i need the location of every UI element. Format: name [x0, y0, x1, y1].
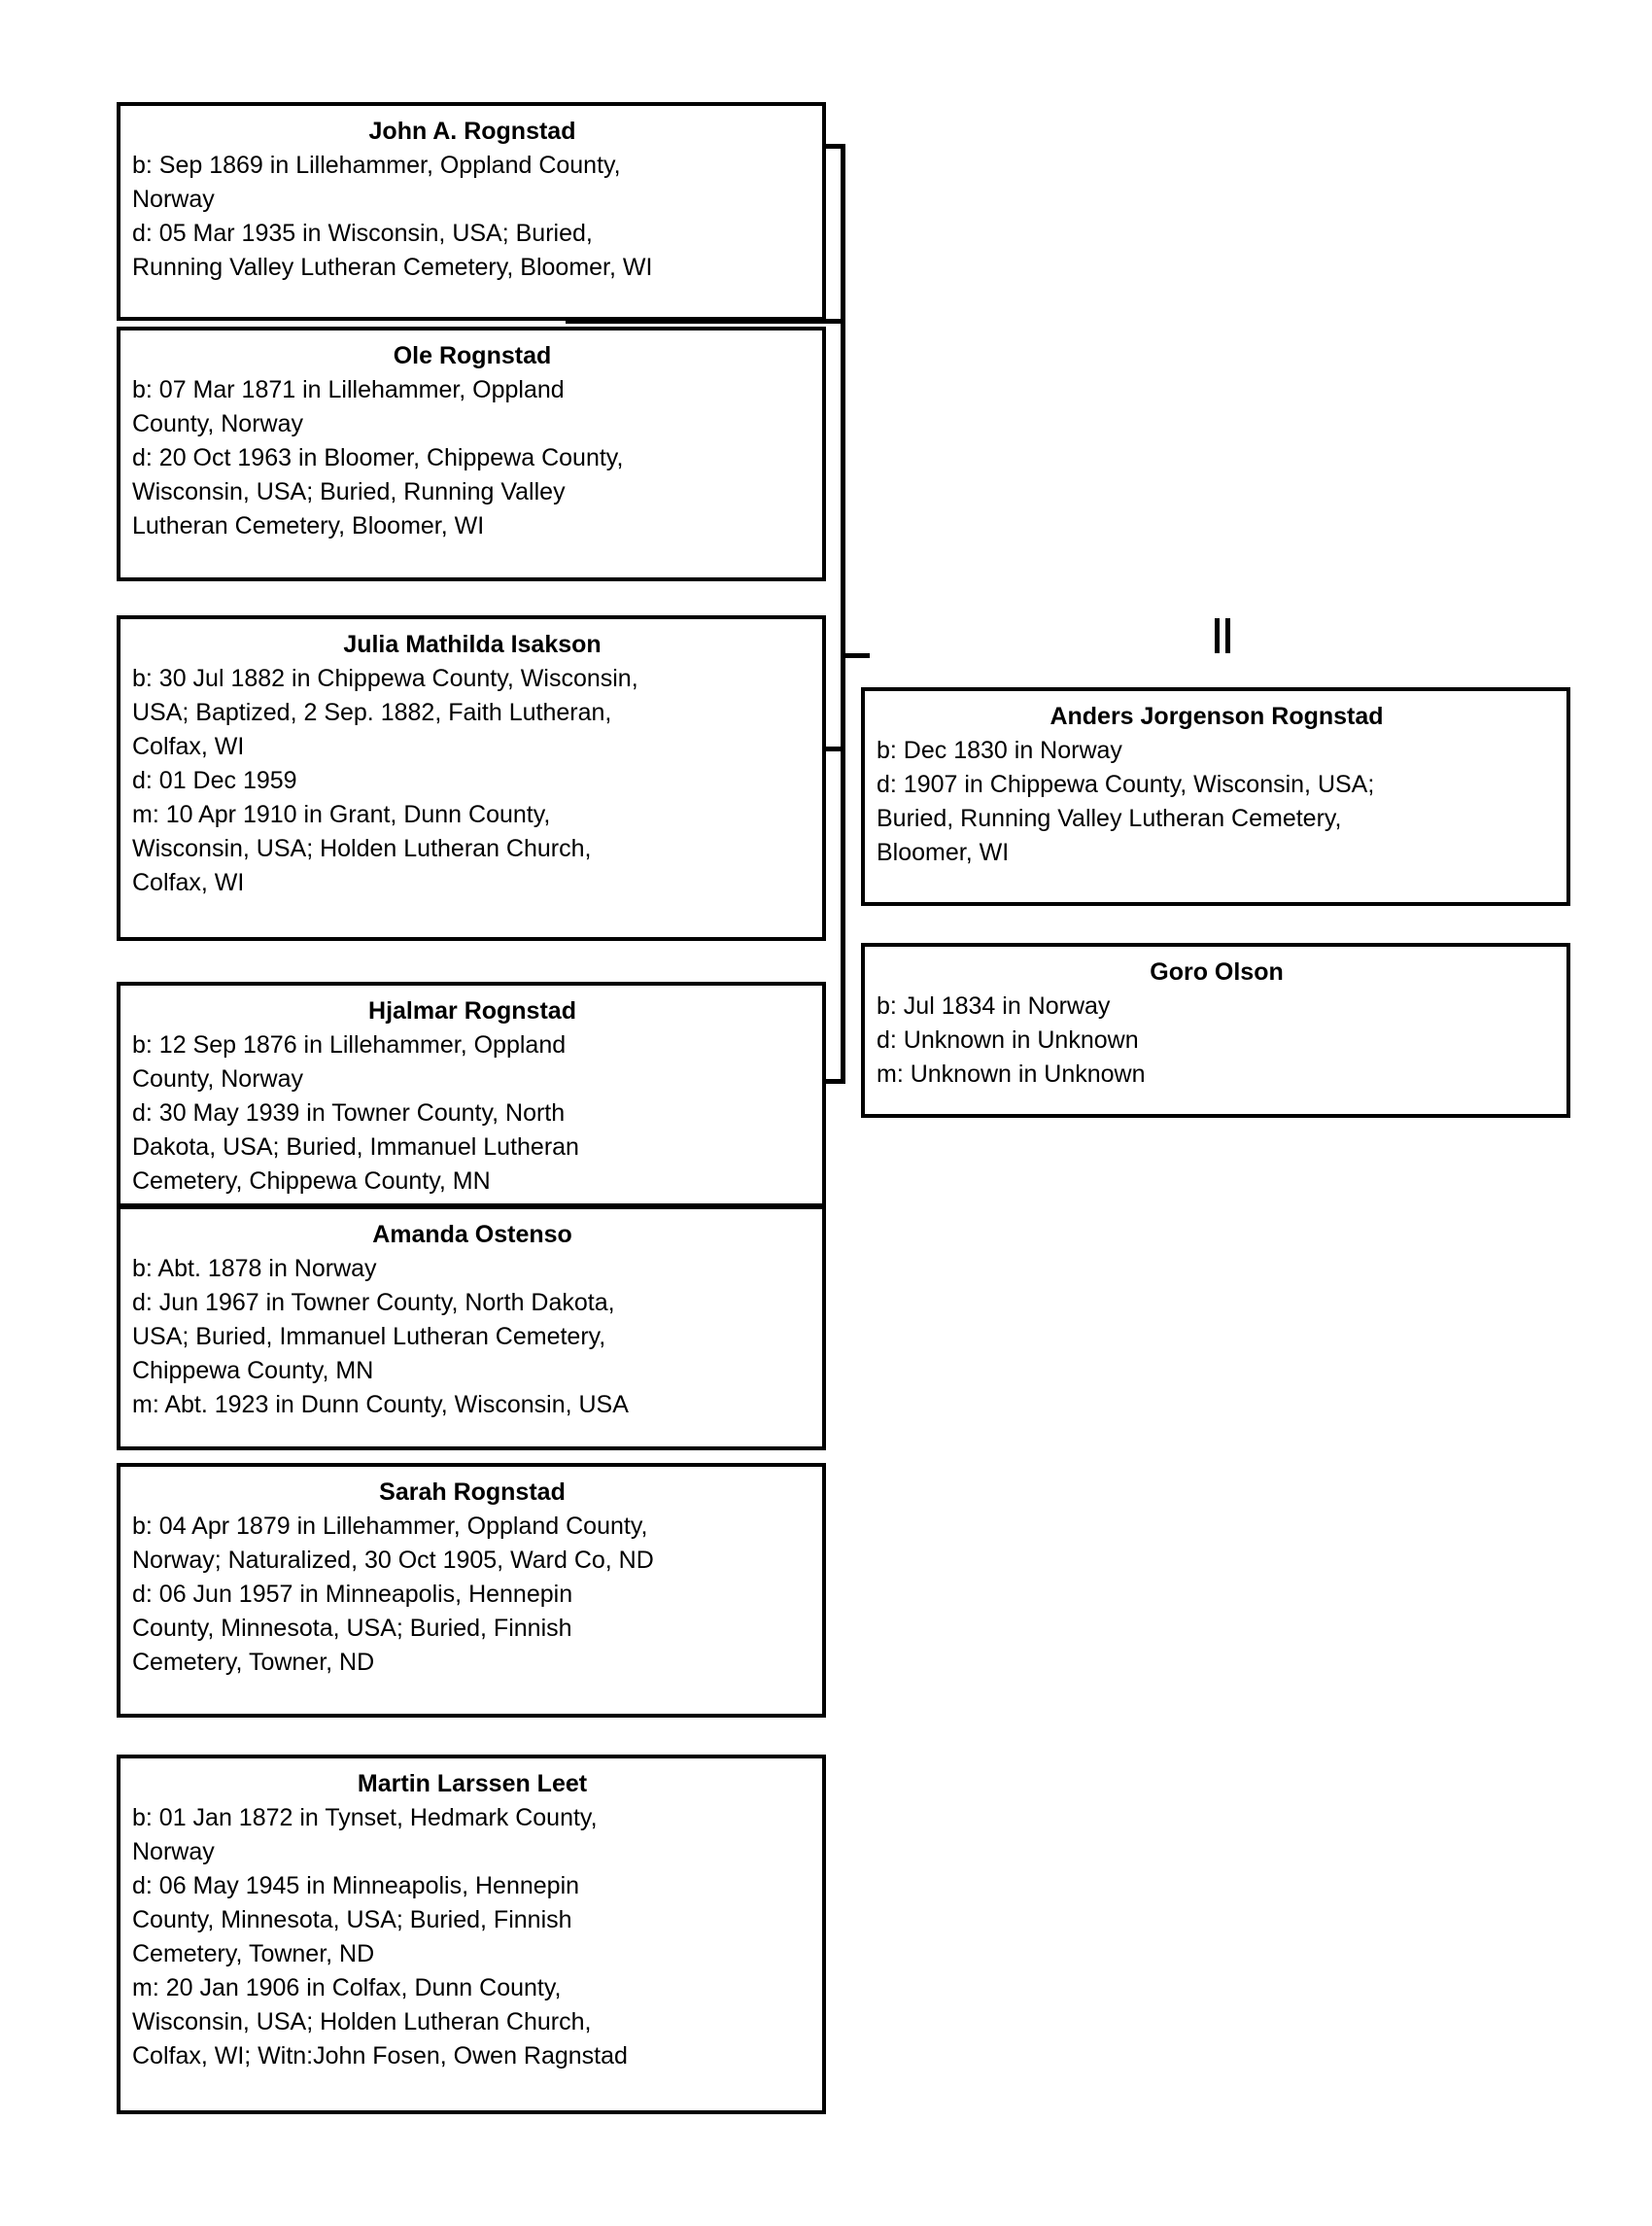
person-node-hjalmar-rognstad[interactable]: Hjalmar Rognstad b: 12 Sep 1876 in Lille…	[117, 982, 826, 1207]
fact-line: Wisconsin, USA; Holden Lutheran Church,	[132, 835, 592, 862]
fact-line: b: Jul 1834 in Norway	[877, 992, 1111, 1020]
fact-line: d: 05 Mar 1935 in Wisconsin, USA; Buried…	[132, 220, 593, 247]
person-name: John A. Rognstad	[368, 118, 576, 145]
fact-line: d: Unknown in Unknown	[877, 1026, 1139, 1054]
fact-line: Running Valley Lutheran Cemetery, Bloome…	[132, 254, 653, 281]
person-name: Julia Mathilda Isakson	[343, 631, 602, 658]
person-node-goro-olson[interactable]: Goro Olson b: Jul 1834 in Norway d: Unkn…	[861, 943, 1570, 1118]
person-name: Anders Jorgenson Rognstad	[1050, 703, 1384, 730]
person-node-martin-larssen-leet[interactable]: Martin Larssen Leet b: 01 Jan 1872 in Ty…	[117, 1755, 826, 2114]
fact-line: Cemetery, Chippewa County, MN	[132, 1167, 491, 1195]
person-facts: b: 12 Sep 1876 in Lillehammer, Oppland C…	[130, 1028, 814, 1199]
person-facts: b: 07 Mar 1871 in Lillehammer, Oppland C…	[130, 373, 814, 543]
fact-line: m: 20 Jan 1906 in Colfax, Dunn County,	[132, 1974, 562, 2001]
connector-to-parents	[841, 653, 870, 658]
fact-line: d: 30 May 1939 in Towner County, North	[132, 1099, 566, 1127]
fact-line: b: Sep 1869 in Lillehammer, Oppland Coun…	[132, 152, 621, 179]
fact-line: m: Abt. 1923 in Dunn County, Wisconsin, …	[132, 1391, 629, 1418]
fact-line: Dakota, USA; Buried, Immanuel Lutheran	[132, 1133, 579, 1161]
fact-line: b: 04 Apr 1879 in Lillehammer, Oppland C…	[132, 1513, 648, 1540]
person-name: Amanda Ostenso	[372, 1221, 572, 1248]
fact-line: d: 06 May 1945 in Minneapolis, Hennepin	[132, 1872, 580, 1899]
fact-line: b: 30 Jul 1882 in Chippewa County, Wisco…	[132, 665, 638, 692]
person-node-ole-rognstad[interactable]: Ole Rognstad b: 07 Mar 1871 in Lillehamm…	[117, 327, 826, 581]
fact-line: Lutheran Cemetery, Bloomer, WI	[132, 512, 485, 539]
fact-line: USA; Baptized, 2 Sep. 1882, Faith Luther…	[132, 699, 612, 726]
sibling-bus-vertical-line	[841, 144, 845, 1083]
fact-line: County, Norway	[132, 1065, 303, 1093]
fact-line: Cemetery, Towner, ND	[132, 1649, 375, 1676]
person-node-sarah-rognstad[interactable]: Sarah Rognstad b: 04 Apr 1879 in Lilleha…	[117, 1463, 826, 1718]
marriage-line-anders-goro-left	[1215, 618, 1220, 653]
person-node-julia-mathilda-isakson[interactable]: Julia Mathilda Isakson b: 30 Jul 1882 in…	[117, 615, 826, 941]
fact-line: County, Norway	[132, 410, 303, 437]
fact-line: Cemetery, Towner, ND	[132, 1940, 375, 1967]
person-facts: b: 30 Jul 1882 in Chippewa County, Wisco…	[130, 662, 814, 900]
connector-ole-rognstad	[566, 319, 845, 324]
fact-line: d: 01 Dec 1959	[132, 767, 297, 794]
person-name: Sarah Rognstad	[379, 1478, 566, 1506]
fact-line: County, Minnesota, USA; Buried, Finnish	[132, 1906, 572, 1933]
person-facts: b: Abt. 1878 in Norway d: Jun 1967 in To…	[130, 1252, 814, 1422]
person-facts: b: Dec 1830 in Norway d: 1907 in Chippew…	[875, 734, 1559, 870]
fact-line: Buried, Running Valley Lutheran Cemetery…	[877, 805, 1342, 832]
fact-line: d: Jun 1967 in Towner County, North Dako…	[132, 1289, 615, 1316]
fact-line: m: 10 Apr 1910 in Grant, Dunn County,	[132, 801, 551, 828]
fact-line: Colfax, WI	[132, 869, 245, 896]
fact-line: d: 20 Oct 1963 in Bloomer, Chippewa Coun…	[132, 444, 624, 471]
fact-line: b: Abt. 1878 in Norway	[132, 1255, 377, 1282]
fact-line: Chippewa County, MN	[132, 1357, 374, 1384]
fact-line: b: 12 Sep 1876 in Lillehammer, Oppland	[132, 1031, 567, 1059]
person-node-john-a-rognstad[interactable]: John A. Rognstad b: Sep 1869 in Lilleham…	[117, 102, 826, 321]
person-name: Goro Olson	[1150, 958, 1284, 986]
person-name: Martin Larssen Leet	[357, 1770, 588, 1797]
fact-line: d: 1907 in Chippewa County, Wisconsin, U…	[877, 771, 1375, 798]
fact-line: b: Dec 1830 in Norway	[877, 737, 1122, 764]
person-node-anders-jorgenson-rognstad[interactable]: Anders Jorgenson Rognstad b: Dec 1830 in…	[861, 687, 1570, 906]
marriage-line-anders-goro-right	[1225, 618, 1230, 653]
fact-line: Norway	[132, 186, 215, 213]
fact-line: USA; Buried, Immanuel Lutheran Cemetery,	[132, 1323, 606, 1350]
fact-line: d: 06 Jun 1957 in Minneapolis, Hennepin	[132, 1581, 573, 1608]
person-facts: b: 04 Apr 1879 in Lillehammer, Oppland C…	[130, 1510, 814, 1680]
fact-line: County, Minnesota, USA; Buried, Finnish	[132, 1615, 572, 1642]
fact-line: m: Unknown in Unknown	[877, 1061, 1146, 1088]
fact-line: b: 07 Mar 1871 in Lillehammer, Oppland	[132, 376, 565, 403]
fact-line: Norway; Naturalized, 30 Oct 1905, Ward C…	[132, 1547, 654, 1574]
fact-line: Colfax, WI; Witn:John Fosen, Owen Ragnst…	[132, 2042, 628, 2069]
fact-line: Bloomer, WI	[877, 839, 1010, 866]
person-node-amanda-ostenso[interactable]: Amanda Ostenso b: Abt. 1878 in Norway d:…	[117, 1205, 826, 1450]
person-name: Ole Rognstad	[393, 342, 552, 369]
person-facts: b: 01 Jan 1872 in Tynset, Hedmark County…	[130, 1801, 814, 2073]
person-facts: b: Sep 1869 in Lillehammer, Oppland Coun…	[130, 149, 814, 285]
fact-line: Colfax, WI	[132, 733, 245, 760]
person-name: Hjalmar Rognstad	[368, 997, 576, 1025]
fact-line: b: 01 Jan 1872 in Tynset, Hedmark County…	[132, 1804, 598, 1831]
fact-line: Norway	[132, 1838, 215, 1865]
fact-line: Wisconsin, USA; Buried, Running Valley	[132, 478, 566, 505]
person-facts: b: Jul 1834 in Norway d: Unknown in Unkn…	[875, 990, 1559, 1092]
fact-line: Wisconsin, USA; Holden Lutheran Church,	[132, 2008, 592, 2035]
